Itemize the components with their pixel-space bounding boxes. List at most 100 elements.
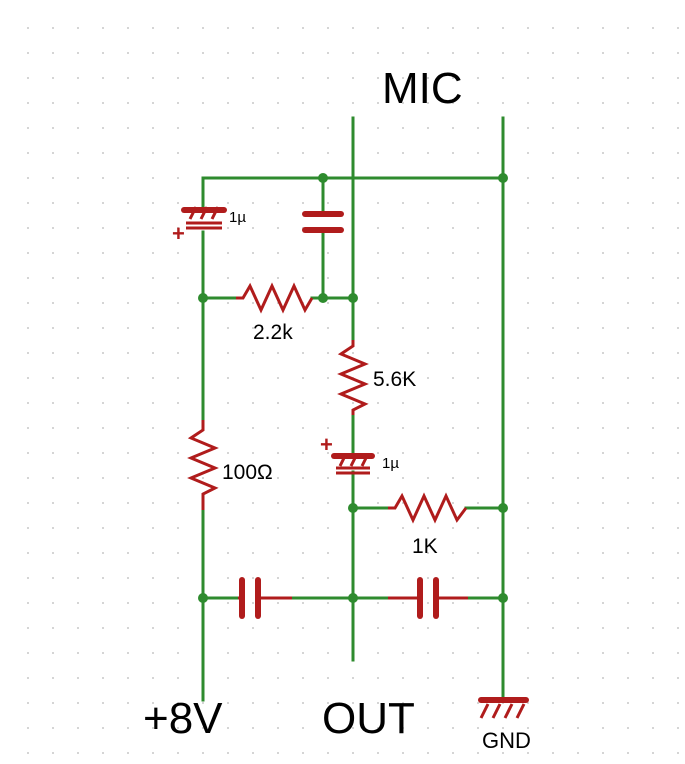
grid-dot: [477, 77, 479, 79]
grid-dot: [302, 377, 304, 379]
capacitor-bottom-right: [388, 577, 468, 619]
grid-dot: [552, 552, 554, 554]
grid-dot: [177, 52, 179, 54]
grid-dot: [127, 277, 129, 279]
grid-dot: [152, 27, 154, 29]
grid-dot: [402, 752, 404, 754]
grid-dot: [427, 27, 429, 29]
grid-dot: [527, 202, 529, 204]
grid-dot: [52, 227, 54, 229]
grid-dot: [627, 152, 629, 154]
grid-dot: [402, 77, 404, 79]
grid-dot: [677, 652, 679, 654]
grid-dot: [602, 502, 604, 504]
grid-dot: [227, 502, 229, 504]
grid-dot: [477, 502, 479, 504]
grid-dot: [452, 302, 454, 304]
grid-dot: [177, 602, 179, 604]
grid-dot: [252, 527, 254, 529]
grid-dot: [252, 502, 254, 504]
grid-dot: [477, 127, 479, 129]
grid-dot: [452, 52, 454, 54]
grid-dot: [627, 577, 629, 579]
junction-dot: [498, 503, 508, 513]
grid-dot: [602, 252, 604, 254]
grid-dot: [552, 627, 554, 629]
grid-dot: [452, 602, 454, 604]
grid-dot: [252, 677, 254, 679]
grid-dot: [427, 202, 429, 204]
grid-dot: [127, 152, 129, 154]
grid-dot: [627, 327, 629, 329]
grid-dot: [652, 152, 654, 154]
grid-dot: [77, 427, 79, 429]
grid-dot: [452, 352, 454, 354]
grid-dot: [602, 627, 604, 629]
grid-dot: [327, 552, 329, 554]
grid-dot: [527, 27, 529, 29]
grid-dot: [327, 502, 329, 504]
grid-dot: [177, 302, 179, 304]
grid-dot: [52, 177, 54, 179]
grid-dot: [302, 702, 304, 704]
grid-dot: [377, 152, 379, 154]
grid-dot: [252, 577, 254, 579]
grid-dot: [77, 702, 79, 704]
grid-dot: [352, 702, 354, 704]
grid-dot: [577, 752, 579, 754]
grid-dot: [452, 27, 454, 29]
grid-dot: [477, 252, 479, 254]
grid-dot: [552, 352, 554, 354]
grid-dot: [102, 102, 104, 104]
grid-dot: [227, 352, 229, 354]
grid-dot: [577, 252, 579, 254]
grid-dot: [677, 602, 679, 604]
grid-dot: [377, 602, 379, 604]
grid-dot: [302, 127, 304, 129]
grid-dot: [327, 752, 329, 754]
grid-dot: [302, 77, 304, 79]
grid-dot: [327, 627, 329, 629]
grid-dot: [677, 477, 679, 479]
grid-dot: [52, 527, 54, 529]
grid-dot: [277, 52, 279, 54]
grid-dot: [377, 452, 379, 454]
grid-dot: [427, 402, 429, 404]
grid-dot: [302, 502, 304, 504]
grid-dot: [152, 252, 154, 254]
grid-dot: [127, 127, 129, 129]
grid-dot: [652, 402, 654, 404]
grid-dot: [102, 427, 104, 429]
grid-dot: [27, 302, 29, 304]
grid-dot: [402, 527, 404, 529]
grid-dot: [652, 377, 654, 379]
grid-dot: [277, 327, 279, 329]
grid-dot: [477, 602, 479, 604]
grid-dot: [352, 352, 354, 354]
grid-dot: [177, 727, 179, 729]
grid-dot: [252, 702, 254, 704]
grid-dot: [277, 127, 279, 129]
grid-dot: [102, 552, 104, 554]
grid-dot: [452, 652, 454, 654]
grid-dot: [602, 77, 604, 79]
grid-dot: [177, 102, 179, 104]
grid-dot: [452, 277, 454, 279]
grid-dot: [102, 177, 104, 179]
grid-dot: [102, 502, 104, 504]
grid-dot: [402, 702, 404, 704]
grid-dot: [302, 602, 304, 604]
grid-dot: [627, 477, 629, 479]
grid-dot: [77, 677, 79, 679]
grid-dot: [77, 627, 79, 629]
grid-dot: [202, 152, 204, 154]
grid-dot: [577, 602, 579, 604]
grid-dot: [477, 752, 479, 754]
grid-dot: [427, 77, 429, 79]
grid-dot: [602, 302, 604, 304]
grid-dot: [127, 452, 129, 454]
grid-dot: [477, 377, 479, 379]
grid-dot: [277, 227, 279, 229]
grid-dot: [102, 27, 104, 29]
grid-dot: [602, 152, 604, 154]
